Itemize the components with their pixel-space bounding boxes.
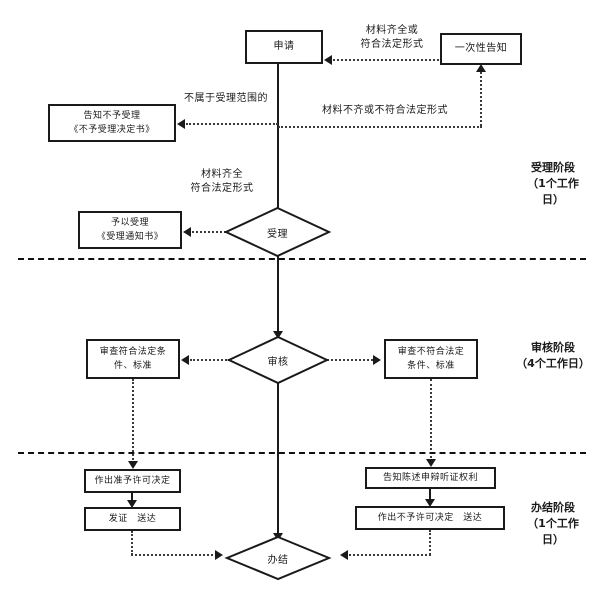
node-review-decision[interactable]: 审核 bbox=[226, 335, 330, 385]
edge-trunk-to-notify-reject bbox=[186, 123, 278, 125]
node-apply-label: 申请 bbox=[273, 41, 295, 52]
node-issue-deliver[interactable]: 发证 送达 bbox=[84, 507, 181, 531]
stage-label-review: 审核阶段 （4个工作日） bbox=[516, 341, 590, 370]
stage-label-acceptance: 受理阶段 （1个工作 日） bbox=[527, 161, 579, 206]
edge-issue-to-complete-riser bbox=[131, 531, 133, 555]
node-approve-decision[interactable]: 作出准予许可决定 bbox=[84, 469, 181, 493]
edge-deny-to-complete-riser bbox=[429, 530, 431, 555]
node-review-fail-label: 审查不符合法定 条件、标准 bbox=[397, 347, 465, 371]
edge-trunk-to-notify-reject-arrowhead bbox=[177, 119, 185, 129]
edge-notify-rights-to-deny-arrowhead bbox=[425, 499, 435, 507]
node-issue-deliver-label: 发证 送达 bbox=[108, 514, 157, 524]
edge-label-materials-ok-or-legal: 材料齐全或 符合法定形式 bbox=[360, 25, 424, 50]
edge-review-to-pass bbox=[190, 359, 230, 361]
edge-notice-to-apply-arrowhead bbox=[324, 55, 332, 65]
node-accept-grant[interactable]: 予以受理 《受理通知书》 bbox=[78, 211, 182, 249]
node-complete[interactable]: 办结 bbox=[224, 535, 332, 581]
node-one-time-notice[interactable]: 一次性告知 bbox=[440, 33, 522, 65]
edge-notify-rights-to-deny bbox=[429, 489, 431, 503]
edge-trunk-to-one-time-notice bbox=[278, 126, 482, 128]
edge-accept-to-review-arrowhead bbox=[273, 331, 283, 339]
stage-label-completion: 办结阶段 （1个工作 日） bbox=[527, 501, 579, 546]
edge-accept-to-review-trunk bbox=[277, 256, 279, 334]
edge-fail-to-notify-rights bbox=[430, 379, 432, 462]
edge-approve-to-issue-arrowhead bbox=[127, 500, 137, 508]
edge-pass-to-approve-arrowhead bbox=[128, 461, 138, 469]
edge-to-one-time-notice-riser bbox=[480, 72, 482, 126]
edge-review-to-fail-arrowhead bbox=[373, 355, 381, 365]
node-accept-grant-label: 予以受理 《受理通知书》 bbox=[96, 218, 164, 242]
edge-accept-to-grant-arrowhead bbox=[183, 227, 191, 237]
edge-approve-to-issue bbox=[131, 493, 133, 505]
node-notify-reject[interactable]: 告知不予受理 《不予受理决定书》 bbox=[48, 104, 176, 142]
edge-pass-to-approve bbox=[132, 379, 134, 464]
edge-deny-to-complete-arrowhead bbox=[340, 550, 348, 560]
node-review-pass[interactable]: 审查符合法定条 件、标准 bbox=[86, 339, 180, 379]
edge-review-to-fail bbox=[327, 359, 373, 361]
stage-separator-1 bbox=[18, 258, 586, 260]
node-deny-deliver-label: 作出不予许可决定 送达 bbox=[377, 513, 483, 523]
edge-accept-to-grant bbox=[192, 231, 226, 233]
edge-label-materials-incomplete: 材料不齐或不符合法定形式 bbox=[322, 105, 448, 116]
node-one-time-notice-label: 一次性告知 bbox=[454, 43, 508, 54]
node-accept-decision[interactable]: 受理 bbox=[223, 206, 332, 258]
edge-review-to-complete-trunk bbox=[277, 383, 279, 536]
edge-review-to-pass-arrowhead bbox=[181, 355, 189, 365]
edge-to-one-time-notice-arrowhead bbox=[476, 64, 486, 72]
node-approve-decision-label: 作出准予许可决定 bbox=[94, 476, 171, 486]
node-notify-rights[interactable]: 告知陈述申辩听证权利 bbox=[365, 467, 496, 489]
node-review-pass-label: 审查符合法定条 件、标准 bbox=[99, 347, 167, 371]
node-apply[interactable]: 申请 bbox=[245, 30, 323, 64]
node-deny-deliver[interactable]: 作出不予许可决定 送达 bbox=[355, 506, 505, 530]
stage-separator-2 bbox=[18, 452, 586, 454]
edge-deny-to-complete bbox=[349, 554, 431, 556]
node-notify-rights-label: 告知陈述申辩听证权利 bbox=[382, 473, 478, 483]
edge-issue-to-complete-arrowhead bbox=[215, 550, 223, 560]
node-notify-reject-label: 告知不予受理 《不予受理决定书》 bbox=[69, 111, 155, 135]
edge-issue-to-complete bbox=[131, 554, 217, 556]
node-review-fail[interactable]: 审查不符合法定 条件、标准 bbox=[384, 339, 478, 379]
edge-fail-to-notify-rights-arrowhead bbox=[426, 459, 436, 467]
edge-notice-to-apply bbox=[333, 59, 439, 61]
edge-label-out-of-scope: 不属于受理范围的 bbox=[184, 93, 268, 104]
edge-label-materials-complete-legal: 材料齐全 符合法定形式 bbox=[190, 169, 254, 194]
edge-apply-trunk bbox=[277, 64, 279, 221]
